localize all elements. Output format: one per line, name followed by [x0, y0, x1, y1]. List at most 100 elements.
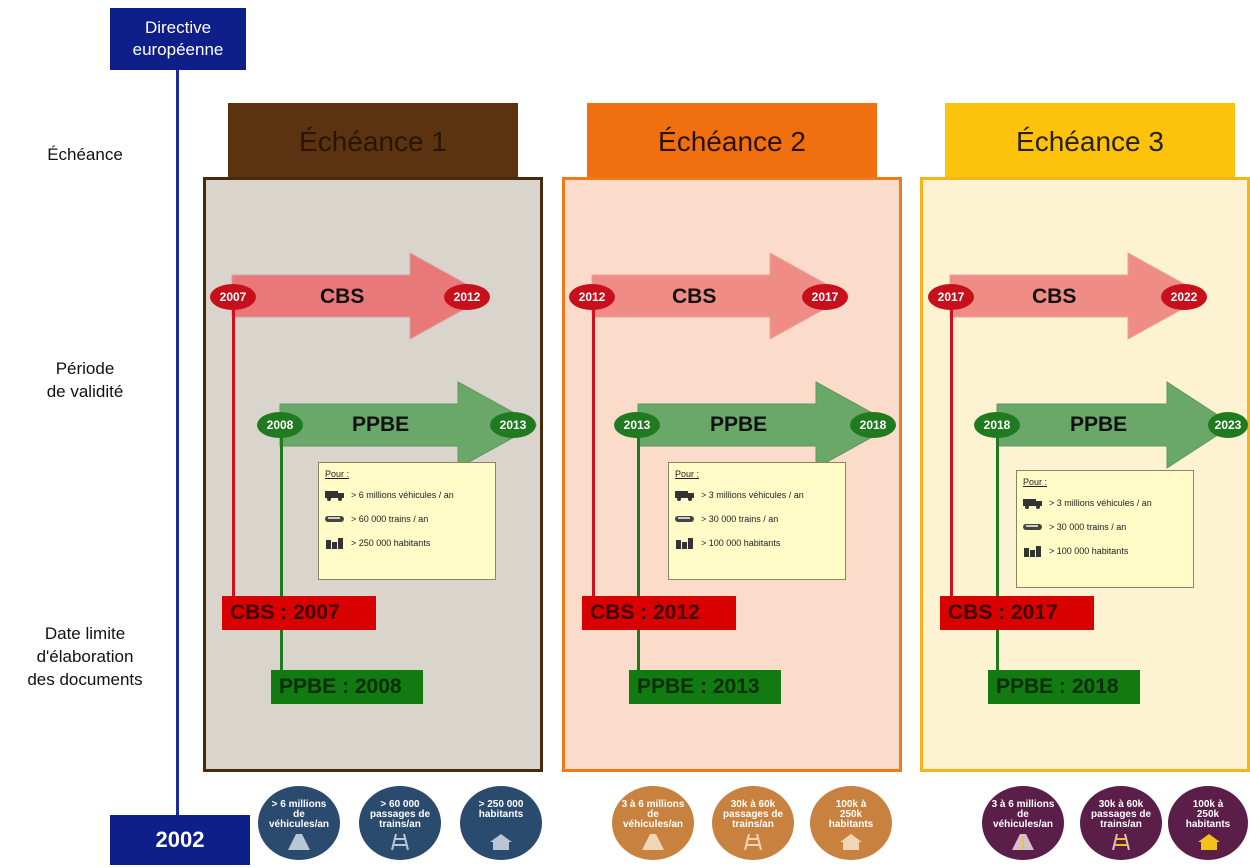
echeance-2-ppbe-deadline: PPBE : 2013 [629, 670, 781, 704]
echeance-2-badge-rail-l3: trains/an [732, 819, 774, 830]
echeance-2-criterion-rail-text: > 30 000 trains / an [701, 514, 779, 524]
echeance-3-ppbe-label: PPBE [1070, 413, 1128, 436]
echeance-1-criterion-road-text: > 6 millions véhicules / an [351, 490, 454, 500]
echeance-3-cbs-connector [950, 310, 953, 600]
echeance-3-cbs-deadline: CBS : 2017 [940, 596, 1094, 630]
echeance-1-ppbe-arrow [279, 381, 538, 469]
start-year-box: 2002 [110, 815, 250, 865]
echeance-2-cbs-connector [592, 310, 595, 600]
echeance-2-badge-road: 3 à 6 millions de véhicules/an [612, 786, 694, 860]
echeance-1-ppbe-label: PPBE [352, 413, 410, 436]
echeance-3-cbs-end: 2022 [1161, 284, 1207, 310]
train-icon [675, 515, 694, 522]
buildings-icon [676, 537, 693, 549]
echeance-1-badge-pop-l2: habitants [478, 809, 524, 820]
echeance-3-badge-road: 3 à 6 millions de véhicules/an [982, 786, 1064, 860]
echeance-2-criterion-pop: > 100 000 habitants [675, 531, 839, 555]
echeance-3-cbs-arrow [949, 252, 1208, 340]
echeance-2-ppbe-start: 2013 [614, 412, 660, 438]
echeance-1-ppbe-deadline: PPBE : 2008 [271, 670, 423, 704]
echeance-1-cbs-connector [232, 310, 235, 600]
echeance-2-ppbe-label: PPBE [710, 413, 768, 436]
echeance-2-badge-pop-l1: 100k à [835, 799, 867, 810]
rail-icon [391, 834, 409, 850]
echeance-1-badge-road-l2: de [293, 809, 305, 820]
row-label-date-limite: Date limite d'élaboration des documents [5, 622, 165, 691]
echeance-1-badge-road-l3: véhicules/an [268, 819, 330, 830]
echeance-2-criteria-box: Pour : > 3 millions véhicules / an > 30 … [668, 462, 846, 580]
echeance-3-badge-rail-l2: passages de [1090, 809, 1152, 820]
echeance-3-pour: Pour : [1023, 477, 1048, 487]
buildings-icon [1024, 545, 1041, 557]
echeance-1-badge-road: > 6 millions de véhicules/an [258, 786, 340, 860]
echeance-1-badge-road-l1: > 6 millions [271, 799, 327, 810]
echeance-3-badge-pop-l1: 100k à [1192, 799, 1224, 810]
echeance-1-tab: Échéance 1 [228, 103, 518, 180]
echeance-2-cbs-label: CBS [672, 285, 717, 308]
truck-icon [325, 490, 344, 501]
echeance-2-criterion-pop-text: > 100 000 habitants [701, 538, 781, 548]
echeance-1-badge-rail-l2: passages de [369, 809, 431, 820]
row-label-date-line1: Date limite [44, 624, 126, 643]
echeance-1-ppbe-start: 2008 [257, 412, 303, 438]
echeance-2-badge-road-l1: 3 à 6 millions [621, 799, 685, 810]
echeance-2-tab: Échéance 2 [587, 103, 877, 180]
echeance-3-criterion-pop-text: > 100 000 habitants [1049, 546, 1129, 556]
echeance-3-criterion-pop: > 100 000 habitants [1023, 539, 1187, 563]
echeance-2-cbs-start: 2012 [569, 284, 615, 310]
echeance-1-cbs-end: 2012 [444, 284, 490, 310]
echeance-3-ppbe-connector [996, 438, 999, 674]
directive-box: Directive européenne [110, 8, 246, 70]
echeance-3-badge-pop-l3: habitants [1185, 819, 1231, 830]
rail-icon [744, 834, 762, 850]
echeance-2-cbs-deadline: CBS : 2012 [582, 596, 736, 630]
echeance-3-ppbe-start: 2018 [974, 412, 1020, 438]
echeance-2-pour: Pour : [675, 469, 700, 479]
echeance-2-badge-rail-l2: passages de [722, 809, 784, 820]
row-label-echeance-text: Échéance [47, 145, 123, 164]
echeance-2-badge-rail: 30k à 60k passages de trains/an [712, 786, 794, 860]
row-label-periode-line2: de validité [46, 382, 124, 401]
echeance-1-cbs-arrow [231, 252, 490, 340]
echeance-3-badge-rail-l1: 30k à 60k [1098, 799, 1144, 810]
row-label-periode: Période de validité [10, 357, 160, 403]
echeance-3-badge-road-l3: véhicules/an [992, 819, 1054, 830]
row-label-date-line2: d'élaboration [36, 647, 134, 666]
echeance-3-badge-road-l2: de [1017, 809, 1029, 820]
directive-line2: européenne [132, 40, 224, 59]
echeance-3-ppbe-end: 2023 [1208, 412, 1248, 438]
echeance-1-cbs-start: 2007 [210, 284, 256, 310]
echeance-1-badge-pop: > 250 000 habitants [460, 786, 542, 860]
rail-icon [1112, 834, 1130, 850]
row-label-echeance: Échéance [10, 143, 160, 166]
house-icon [490, 834, 512, 850]
echeance-1-criteria-box: Pour : > 6 millions véhicules / an > 60 … [318, 462, 496, 580]
echeance-3-cbs-start: 2017 [928, 284, 974, 310]
echeance-2-criterion-road: > 3 millions véhicules / an [675, 483, 839, 507]
echeance-3-criterion-road-text: > 3 millions véhicules / an [1049, 498, 1152, 508]
house-icon [1198, 834, 1220, 850]
road-icon [1012, 834, 1034, 850]
echeance-2-criterion-rail: > 30 000 trains / an [675, 507, 839, 531]
echeance-2-badge-road-l2: de [647, 809, 659, 820]
echeance-3-criteria-box: Pour : > 3 millions véhicules / an > 30 … [1016, 470, 1194, 588]
row-label-date-line3: des documents [27, 670, 143, 689]
house-icon [840, 834, 862, 850]
echeance-3-ppbe-deadline: PPBE : 2018 [988, 670, 1140, 704]
echeance-1-ppbe-connector [280, 438, 283, 674]
echeance-2-cbs-end: 2017 [802, 284, 848, 310]
echeance-3-badge-road-l1: 3 à 6 millions [991, 799, 1055, 810]
echeance-3-tab: Échéance 3 [945, 103, 1235, 180]
truck-icon [675, 490, 694, 501]
echeance-2-badge-pop-l3: habitants [828, 819, 874, 830]
echeance-3-badge-pop: 100k à 250k habitants [1168, 786, 1248, 860]
echeance-3-ppbe-arrow [996, 381, 1234, 469]
train-icon [1023, 523, 1042, 530]
echeance-3-criterion-rail-text: > 30 000 trains / an [1049, 522, 1127, 532]
echeance-3-criterion-road: > 3 millions véhicules / an [1023, 491, 1187, 515]
echeance-3-badge-rail-l3: trains/an [1100, 819, 1142, 830]
train-icon [325, 515, 344, 522]
echeance-1-badge-rail: > 60 000 passages de trains/an [359, 786, 441, 860]
echeance-1-criterion-pop-text: > 250 000 habitants [351, 538, 431, 548]
road-icon [642, 834, 664, 850]
